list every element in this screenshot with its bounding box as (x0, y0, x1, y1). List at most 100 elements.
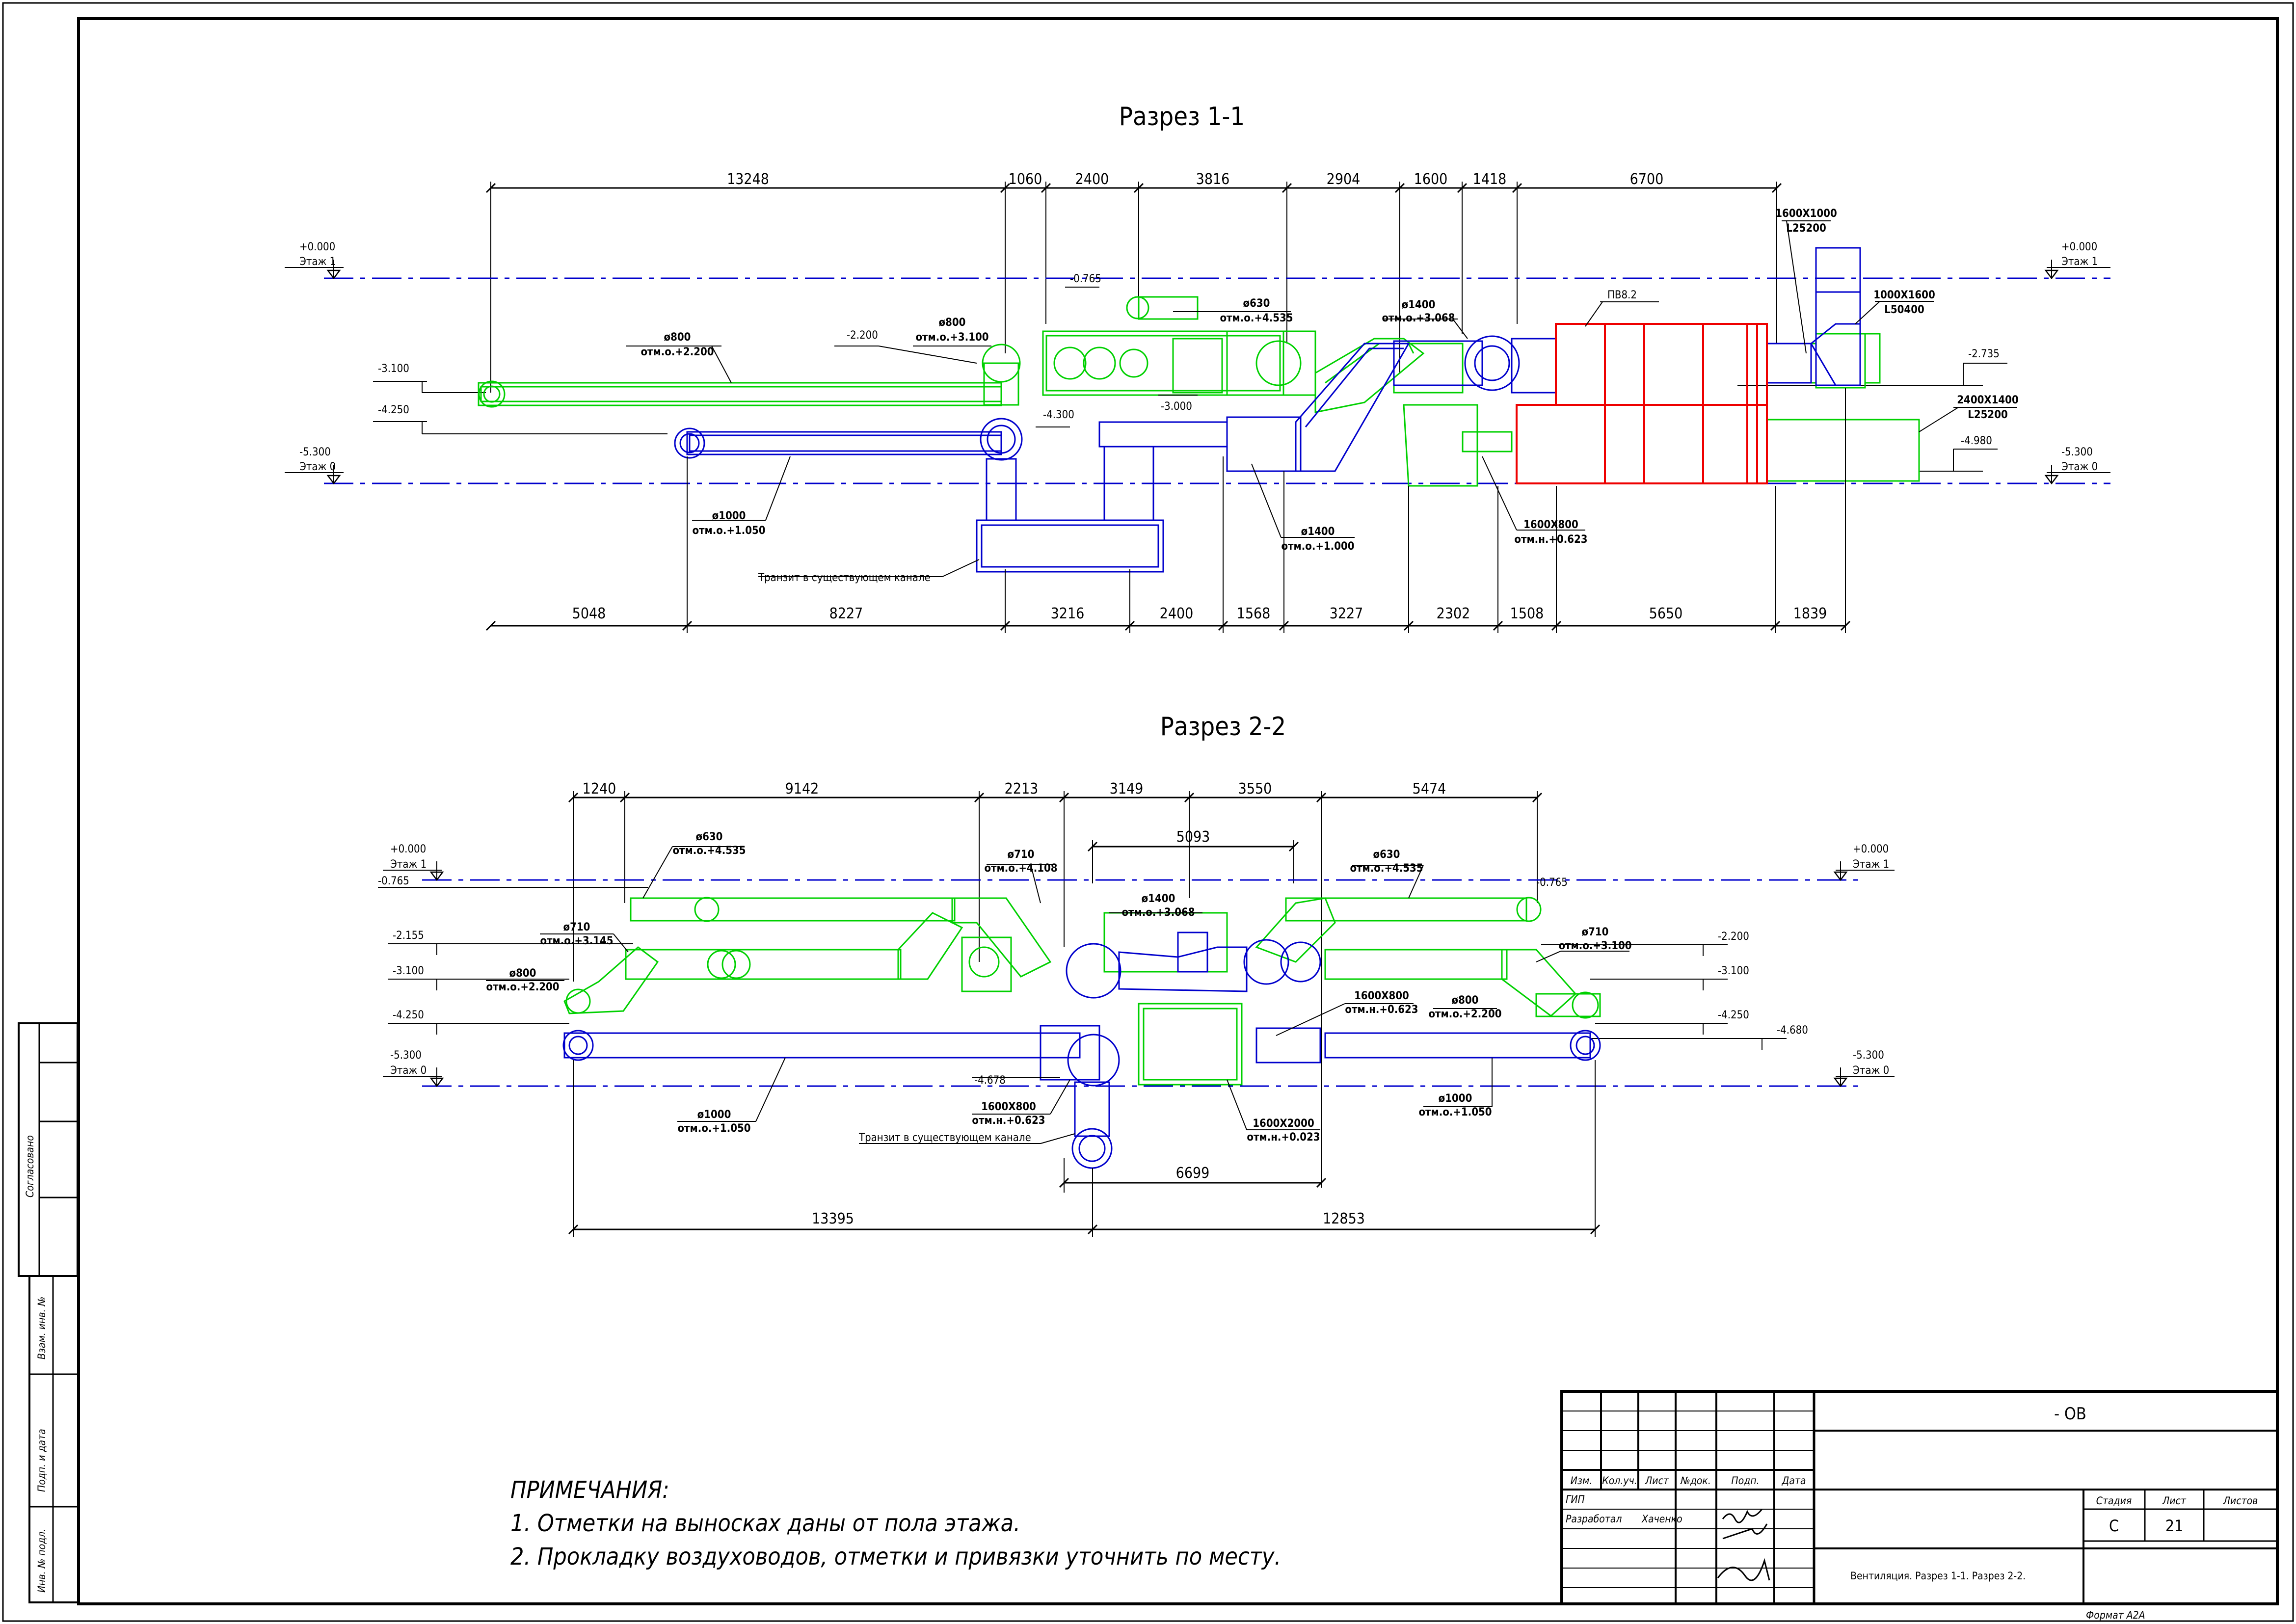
lv1-3000: -3.000 (1161, 400, 1192, 413)
lvl2-floor1-name: Этаж 1 (390, 858, 427, 871)
section2-levels-right: +0.000 Этаж 1 -0.765 -5.300 Этаж 0 -2.20… (1536, 843, 1895, 1087)
side-stamp: Согласовано Взам. инв. № Подп. и дата Ин… (18, 1022, 80, 1603)
section2-title: Разрез 2-2 (1160, 712, 1286, 742)
c1-pv: ПВ8.2 (1607, 289, 1637, 301)
tb-sheet-label: Лист (2162, 1495, 2187, 1507)
c2-r1600x800b-1: 1600X800 (981, 1101, 1036, 1113)
lvl1-floor1-name: Этаж 1 (299, 256, 336, 268)
lv1-4300: -4.300 (1043, 409, 1074, 421)
tb-row-dev: Разработал (1566, 1513, 1622, 1525)
dim-5650: 5650 (1649, 605, 1683, 622)
dim-1600: 1600 (1414, 171, 1448, 188)
section1-dims-top: 13248 1060 2400 3816 2904 1600 1418 6700 (485, 171, 1782, 393)
stamp-vzam: Взам. инв. № (36, 1297, 48, 1359)
lvl2-0765: -0.765 (378, 875, 409, 887)
c1-d800a-1: ø800 (664, 331, 691, 344)
section2-dims-top: 1240 9142 2213 3149 3550 5474 5093 (568, 780, 1543, 1188)
c1-d1000-2: отм.о.+1.050 (692, 525, 765, 537)
c1-d1400a-2: отм.о.+3.068 (1382, 312, 1455, 324)
tb-col-izm: Изм. (1571, 1475, 1592, 1487)
tb-col-podp: Подп. (1731, 1475, 1759, 1487)
section2-callouts: ø630 отм.о.+4.535 ø710 отм.о.+4.108 ø710… (486, 831, 1632, 1144)
c2-r1600x2000-2: отм.н.+0.023 (1247, 1131, 1320, 1144)
drawing-frame (77, 17, 2279, 1605)
dim-13248: 13248 (727, 171, 769, 188)
c2-r1600x2000-1: 1600X2000 (1253, 1118, 1314, 1130)
section1-callouts: ø800 отм.о.+2.200 -2.200 ø800 отм.о.+3.1… (626, 208, 2019, 584)
dim2-3149: 3149 (1110, 780, 1144, 798)
c2-d800b-2: отм.о.+2.200 (1428, 1008, 1501, 1020)
lvr1-floor0-name: Этаж 0 (2061, 461, 2098, 473)
lvr2-4250: -4.250 (1718, 1009, 1749, 1021)
dim-8227: 8227 (829, 605, 863, 622)
lvr1-2735: -2.735 (1968, 348, 2000, 360)
section2-dims-bottom: 6699 13395 12853 (568, 1060, 1601, 1237)
tb-row-gip: ГИП (1566, 1493, 1585, 1505)
lvl2-floor0-mark: -5.300 (390, 1049, 422, 1062)
lvr1-floor1-name: Этаж 1 (2061, 256, 2098, 268)
lvl2-4250: -4.250 (393, 1009, 424, 1021)
dim-1568: 1568 (1237, 605, 1271, 622)
tb-drawing-title: Вентиляция. Разрез 1-1. Разрез 2-2. (1850, 1570, 2026, 1582)
c2-d710c-1: ø710 (1582, 926, 1609, 938)
tb-stage-label: Стадия (2096, 1495, 2132, 1507)
c1-d1400b-1: ø1400 (1301, 526, 1335, 538)
lv2-4678: -4.678 (974, 1074, 1006, 1087)
c2-d630b-2: отм.о.+4.535 (1350, 862, 1423, 875)
lvr2-3100: -3.100 (1718, 965, 1749, 977)
section2-green-ducts (563, 897, 1601, 1086)
lvr1-floor0-mark: -5.300 (2061, 446, 2093, 458)
c1-transit: Транзит в существующем канале (758, 572, 931, 584)
notes-line2: 2. Прокладку воздуховодов, отметки и при… (510, 1543, 1281, 1571)
dim-2400b: 2400 (1160, 605, 1194, 622)
lvl1-4250: -4.250 (378, 404, 409, 416)
signature-3 (1717, 1558, 1770, 1581)
dim-5048: 5048 (572, 605, 606, 622)
dim2-13395: 13395 (812, 1210, 854, 1227)
tb-col-koluch: Кол.уч. (1602, 1475, 1637, 1487)
c2-d710c-2: отм.о.+3.100 (1558, 940, 1631, 952)
title-block: Изм. Кол.уч. Лист №док. Подп. Дата ГИП Р… (1560, 1390, 2279, 1621)
c2-transit: Транзит в существующем канале (858, 1132, 1031, 1144)
dim-3816: 3816 (1196, 171, 1230, 188)
lvl2-3100: -3.100 (393, 965, 424, 977)
lv1-0765: -0.765 (1070, 273, 1101, 285)
lvr2-0765: -0.765 (1536, 877, 1568, 889)
c1-d1000-1: ø1000 (712, 510, 746, 522)
section2-blue-ducts (562, 932, 1601, 1169)
signature-1 (1722, 1509, 1763, 1523)
c1-r2400x1400-1: 2400X1400 (1957, 394, 2018, 406)
c2-d1400-2: отм.о.+3.068 (1121, 906, 1195, 919)
lv1-2200: -2.200 (847, 329, 878, 342)
lvl1-3100: -3.100 (378, 363, 409, 375)
lvr1-floor1-mark: +0.000 (2061, 241, 2097, 253)
section1-title: Разрез 1-1 (1119, 102, 1245, 132)
dim-1839: 1839 (1793, 605, 1827, 622)
tb-sheet: 21 (2165, 1517, 2184, 1535)
tb-sheets-label: Листов (2223, 1495, 2258, 1507)
dim-1418: 1418 (1473, 171, 1507, 188)
dim-2904: 2904 (1327, 171, 1361, 188)
section1-dims-bottom: 5048 8227 3216 2400 1568 3227 2302 1508 … (485, 388, 1851, 633)
section1-blue-ducts (674, 247, 1861, 573)
section2-levels-left: +0.000 Этаж 1 -0.765 -5.300 Этаж 0 -2.15… (378, 843, 648, 1087)
stamp-inv-orig: Инв. № подл. (36, 1529, 48, 1593)
c1-r1000x1600-2: L50400 (1884, 304, 1924, 316)
c2-d630a-2: отм.о.+4.535 (672, 845, 746, 857)
lvr2-2200: -2.200 (1718, 931, 1749, 943)
section-2-2: Разрез 2-2 1240 9142 2213 3149 3550 5474 (378, 712, 1895, 1237)
c1-d630-1: ø630 (1243, 297, 1270, 310)
c1-r1600x1000-1: 1600X1000 (1775, 208, 1837, 220)
dim2-9142: 9142 (785, 780, 819, 798)
lvl1-floor0-mark: -5.300 (299, 446, 331, 458)
c1-r2400x1400-2: L25200 (1968, 409, 2007, 421)
dim-2400: 2400 (1075, 171, 1109, 188)
c2-d800b-1: ø800 (1452, 994, 1479, 1007)
section1-ahu-unit (1516, 323, 1768, 484)
lvr2-floor0-mark: -5.300 (1853, 1049, 1884, 1062)
tb-code: - ОВ (2054, 1404, 2086, 1424)
dim-3227: 3227 (1330, 605, 1363, 622)
lvl2-floor0-name: Этаж 0 (390, 1065, 427, 1077)
c2-d800a-2: отм.о.+2.200 (486, 981, 559, 993)
